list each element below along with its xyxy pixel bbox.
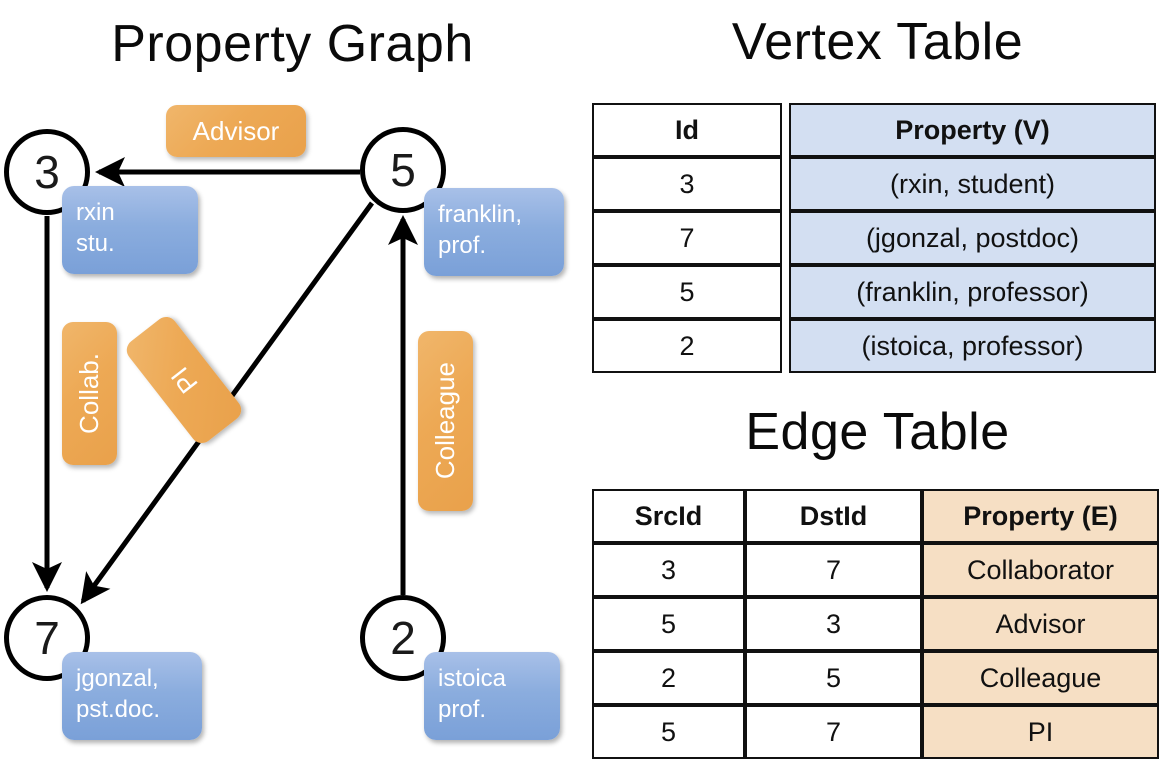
edge-row-3-property: PI [922,705,1159,759]
vertex-table-header-property: Property (V) [789,103,1156,157]
page-title-edge-table: Edge Table [745,403,1010,461]
vertex-row-2-id: 5 [592,265,782,319]
edge-label-colleague[interactable]: Colleague [418,331,473,511]
column-spacer [782,103,789,157]
vertex-property-box-7-line1: jgonzal, [76,665,159,692]
edge-label-advisor[interactable]: Advisor [166,105,306,157]
property-graph-diagram: 3 5 7 2 rxin stu. franklin, prof. jgonza… [4,105,564,740]
edge-row-2-dst: 5 [745,651,922,705]
vertex-property-box-5-line1: franklin, [438,201,523,228]
vertex-table-header-id: Id [592,103,782,157]
edge-table: SrcId DstId Property (E) 3 7 Collaborato… [592,489,1159,759]
table-row[interactable]: 2 (istoica, professor) [592,319,1156,373]
table-header-row: Id Property (V) [592,103,1156,157]
edge-table-header-srcid: SrcId [592,489,745,543]
table-header-row: SrcId DstId Property (E) [592,489,1159,543]
vertex-row-2-property: (franklin, professor) [789,265,1156,319]
vertex-row-1-property: (jgonzal, postdoc) [789,211,1156,265]
edge-row-0-src: 3 [592,543,745,597]
vertex-row-0-property: (rxin, student) [789,157,1156,211]
edge-label-collab[interactable]: Collab. [62,322,117,465]
vertex-property-box-5[interactable]: franklin, prof. [424,188,564,276]
vertex-row-1-id: 7 [592,211,782,265]
edge-label-colleague-text: Colleague [430,362,460,480]
table-row[interactable]: 5 (franklin, professor) [592,265,1156,319]
table-row[interactable]: 7 (jgonzal, postdoc) [592,211,1156,265]
edge-row-1-property: Advisor [922,597,1159,651]
edge-row-3-dst: 7 [745,705,922,759]
table-row[interactable]: 3 (rxin, student) [592,157,1156,211]
edge-row-2-src: 2 [592,651,745,705]
edge-label-collab-text: Collab. [74,353,104,434]
vertex-property-box-2-line2: prof. [438,695,487,723]
edge-label-advisor-text: Advisor [192,115,280,146]
column-spacer [782,157,789,211]
column-spacer [782,319,789,373]
vertex-table: Id Property (V) 3 (rxin, student) 7 (jgo… [592,103,1156,373]
graph-node-5[interactable]: 5 [360,127,446,213]
vertex-property-box-5-line2: prof. [438,231,487,259]
table-row[interactable]: 5 7 PI [592,705,1159,759]
edge-row-2-property: Colleague [922,651,1159,705]
page-title-vertex-table: Vertex Table [731,13,1024,71]
vertex-property-box-7-line2: pst.doc. [76,695,161,723]
page-title-property-graph: Property Graph [111,15,474,73]
edge-row-0-dst: 7 [745,543,922,597]
edge-label-pi-text: PI [164,361,203,400]
edge-row-1-src: 5 [592,597,745,651]
edge-row-3-src: 5 [592,705,745,759]
edge-row-0-property: Collaborator [922,543,1159,597]
graph-node-3-label: 3 [34,146,60,198]
vertex-property-box-2-line1: istoica [438,665,507,692]
vertex-row-3-property: (istoica, professor) [789,319,1156,373]
table-row[interactable]: 3 7 Collaborator [592,543,1159,597]
vertex-property-box-3[interactable]: rxin stu. [62,186,198,274]
graph-node-2-label: 2 [390,612,416,664]
graph-node-2[interactable]: 2 [360,595,446,681]
table-row[interactable]: 5 3 Advisor [592,597,1159,651]
vertex-property-box-3-line1: rxin [76,199,115,226]
vertex-property-box-2[interactable]: istoica prof. [424,652,560,740]
edge-table-header-property: Property (E) [922,489,1159,543]
graph-node-5-label: 5 [390,144,416,196]
edge-table-header-dstid: DstId [745,489,922,543]
vertex-row-3-id: 2 [592,319,782,373]
vertex-row-0-id: 3 [592,157,782,211]
edge-row-1-dst: 3 [745,597,922,651]
column-spacer [782,265,789,319]
graph-node-7-label: 7 [34,612,60,664]
vertex-property-box-7[interactable]: jgonzal, pst.doc. [62,652,202,740]
table-row[interactable]: 2 5 Colleague [592,651,1159,705]
column-spacer [782,211,789,265]
vertex-property-box-3-line2: stu. [76,229,115,257]
